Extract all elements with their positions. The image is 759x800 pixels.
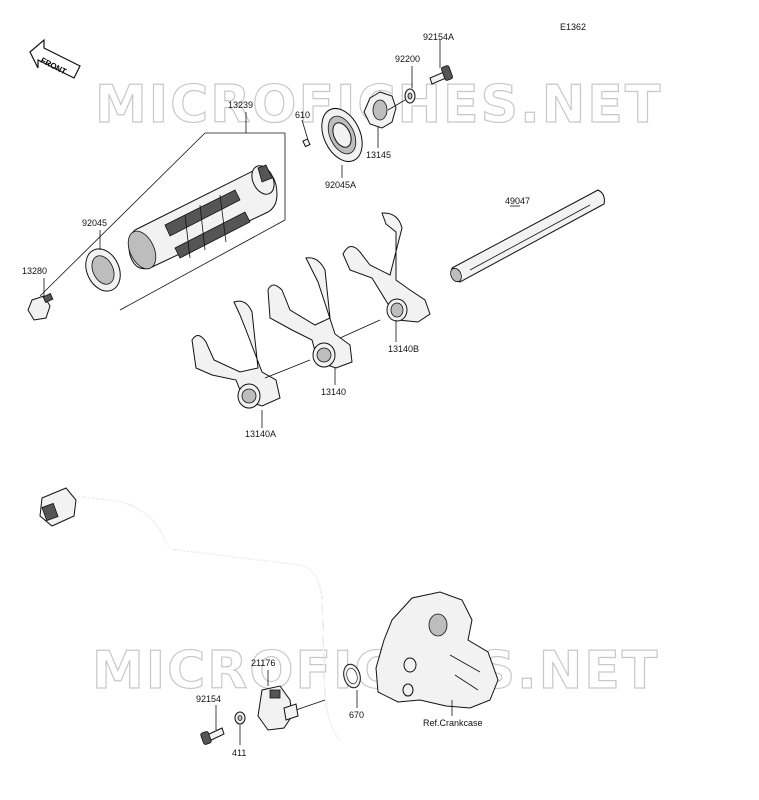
watermark-bottom: MICROFICHES.NET [92, 641, 659, 701]
label-411: 411 [232, 748, 246, 758]
cam-13145 [363, 91, 406, 129]
crankcase-reference [375, 591, 499, 716]
label-ref-crankcase: Ref.Crankcase [423, 718, 483, 728]
bolt-92154A [429, 65, 453, 85]
shift-rod [450, 189, 605, 283]
fork-leader-lines [261, 205, 520, 428]
bolt-92154 [200, 727, 225, 745]
pin-610 [301, 119, 311, 148]
shift-fork-13140 [267, 257, 353, 369]
oil-seal-92045 [85, 248, 121, 292]
label-13280: 13280 [22, 266, 47, 276]
label-92045: 92045 [82, 218, 107, 228]
label-13145: 13145 [366, 150, 391, 160]
label-670: 670 [349, 710, 364, 720]
label-92200: 92200 [395, 54, 420, 64]
front-arrow-icon: FRONT [29, 38, 81, 79]
label-92045A: 92045A [325, 180, 356, 190]
label-92154: 92154 [196, 694, 221, 704]
leader-lines [43, 40, 441, 745]
label-49047: 49047 [505, 196, 530, 206]
connector-plug [39, 487, 77, 527]
gear-position-sensor-21176 [257, 685, 299, 731]
label-21176: 21176 [251, 658, 275, 668]
label-92154A: 92154A [423, 32, 454, 42]
shift-fork-13140A [191, 300, 281, 409]
label-13140A: 13140A [245, 429, 276, 439]
assembly-bracket [39, 112, 286, 311]
washer-411 [234, 711, 246, 725]
o-ring-670 [343, 663, 361, 689]
label-13140: 13140 [321, 387, 346, 397]
label-610: 610 [295, 110, 310, 120]
sensor-13280 [27, 293, 54, 321]
label-13140B: 13140B [388, 344, 419, 354]
shift-fork-13140B [342, 212, 431, 323]
label-13239: 13239 [228, 100, 253, 110]
washer-92200 [404, 88, 416, 104]
diagram-id: E1362 [560, 22, 586, 32]
shift-drum [127, 164, 278, 270]
bearing-92045A [321, 108, 363, 162]
